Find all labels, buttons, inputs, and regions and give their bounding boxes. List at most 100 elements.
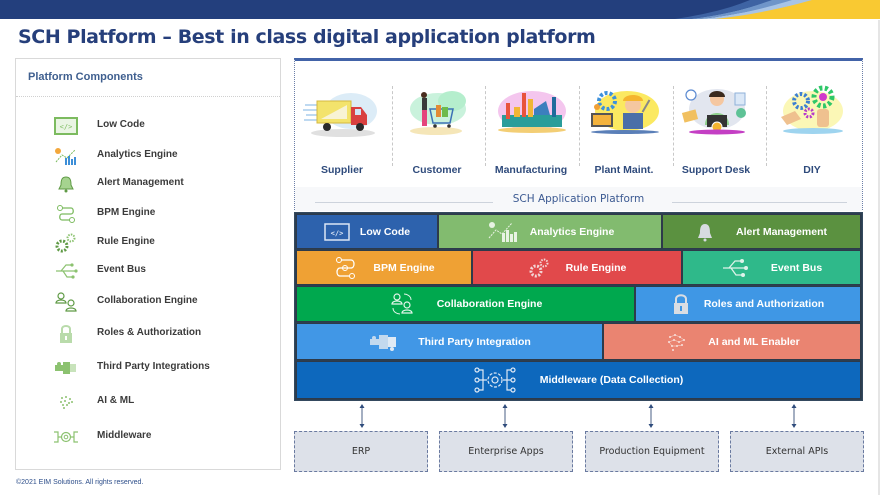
component-item-third-party-integrations: Third Party Integrations bbox=[16, 357, 282, 379]
divider bbox=[766, 86, 767, 166]
component-label: Analytics Engine bbox=[97, 149, 178, 160]
component-item-rule-engine: Rule Engine bbox=[16, 232, 282, 254]
external-system-erp: ERP bbox=[294, 431, 428, 472]
external-system-external-apis: External APIs bbox=[730, 431, 864, 472]
component-item-collaboration-engine: Collaboration Engine bbox=[16, 291, 282, 313]
block-third-party-integration: Third Party Integration bbox=[296, 323, 603, 360]
block-low-code: </> Low Code bbox=[296, 214, 438, 249]
svg-text:</>: </> bbox=[60, 123, 73, 131]
persona-card: Supplier Customer Manufacturing Plant Ma… bbox=[294, 58, 863, 211]
divider bbox=[485, 86, 486, 166]
block-collaboration-engine: Collaboration Engine bbox=[296, 286, 635, 322]
usb-icon bbox=[721, 258, 749, 278]
component-item-low-code: </> Low Code bbox=[16, 115, 282, 137]
architecture-diagram: Supplier Customer Manufacturing Plant Ma… bbox=[294, 58, 863, 401]
usb-icon bbox=[52, 260, 80, 282]
component-item-roles-authorization: Roles & Authorization bbox=[16, 323, 282, 345]
lock-icon bbox=[52, 323, 80, 345]
component-label: Rule Engine bbox=[97, 236, 155, 247]
block-label: Rule Engine bbox=[565, 261, 627, 274]
component-label: Alert Management bbox=[97, 177, 184, 188]
block-event-bus: Event Bus bbox=[682, 250, 861, 285]
bell-icon bbox=[52, 173, 80, 195]
block-label: Alert Management bbox=[735, 225, 828, 238]
truck-icon bbox=[303, 85, 381, 147]
collaboration-icon bbox=[52, 291, 80, 313]
gears-icon bbox=[52, 232, 80, 254]
component-item-ai-ml: AI & ML bbox=[16, 391, 282, 413]
puzzle-icon bbox=[368, 332, 400, 352]
block-label: Roles and Authorization bbox=[703, 298, 825, 310]
block-rule-engine: Rule Engine bbox=[472, 250, 682, 285]
platform-components-panel: Platform Components </> Low Code Analyti… bbox=[15, 58, 281, 470]
divider bbox=[672, 202, 847, 203]
block-middleware: Middleware (Data Collection) bbox=[296, 361, 861, 399]
header-banner bbox=[0, 0, 880, 19]
workflow-icon bbox=[333, 256, 357, 280]
gears-icon bbox=[528, 257, 550, 279]
middleware-icon bbox=[52, 426, 80, 448]
component-item-bpm-engine: BPM Engine bbox=[16, 203, 282, 225]
divider bbox=[579, 86, 580, 166]
analytics-icon bbox=[486, 220, 520, 244]
block-label: AI and ML Enabler bbox=[708, 335, 800, 348]
persona-diy: DIY bbox=[765, 75, 859, 185]
brain-icon bbox=[664, 331, 688, 353]
persona-supplier: Supplier bbox=[295, 75, 389, 185]
component-label: Roles & Authorization bbox=[97, 327, 202, 338]
bidirectional-arrow bbox=[502, 404, 508, 428]
shopping-cart-icon bbox=[398, 85, 476, 147]
divider bbox=[392, 86, 393, 166]
component-label: BPM Engine bbox=[97, 207, 156, 218]
lock-icon bbox=[672, 293, 690, 315]
engineer-icon bbox=[585, 85, 663, 147]
block-label: Collaboration Engine bbox=[436, 298, 543, 310]
block-label: Third Party Integration bbox=[418, 335, 531, 348]
page-title: SCH Platform – Best in class digital app… bbox=[18, 26, 596, 48]
divider bbox=[673, 86, 674, 166]
copyright-footer: ©2021 EIM Solutions. All rights reserved… bbox=[16, 479, 144, 486]
persona-label: Manufacturing bbox=[494, 164, 568, 176]
puzzle-icon bbox=[52, 357, 80, 379]
block-bpm-engine: BPM Engine bbox=[296, 250, 472, 285]
component-item-event-bus: Event Bus bbox=[16, 260, 282, 282]
analytics-icon bbox=[52, 145, 80, 167]
persona-label: Plant Maint. bbox=[594, 164, 654, 176]
bidirectional-arrow bbox=[359, 404, 365, 428]
block-label: BPM Engine bbox=[373, 261, 435, 274]
component-label: Third Party Integrations bbox=[97, 361, 210, 372]
external-system-production-equipment: Production Equipment bbox=[585, 431, 719, 472]
panel-heading: Platform Components bbox=[16, 59, 280, 97]
persona-label: Supplier bbox=[320, 164, 363, 176]
diy-gears-icon bbox=[773, 85, 851, 147]
divider bbox=[315, 202, 493, 203]
bell-icon bbox=[696, 222, 714, 242]
platform-label-row: SCH Application Platform bbox=[295, 187, 862, 211]
workflow-icon bbox=[52, 203, 80, 225]
bidirectional-arrow bbox=[648, 404, 654, 428]
external-system-enterprise-apps: Enterprise Apps bbox=[439, 431, 573, 472]
block-roles-authorization: Roles and Authorization bbox=[635, 286, 861, 322]
component-item-middleware: Middleware bbox=[16, 426, 282, 448]
banner-swoosh-graphic bbox=[0, 0, 880, 19]
platform-label: SCH Application Platform bbox=[512, 193, 645, 205]
block-label: Low Code bbox=[359, 225, 411, 238]
factory-icon bbox=[492, 85, 570, 147]
middleware-icon bbox=[474, 366, 516, 394]
persona-customer: Customer bbox=[390, 75, 484, 185]
persona-label: DIY bbox=[803, 164, 821, 176]
code-icon: </> bbox=[52, 115, 80, 137]
component-label: Low Code bbox=[97, 119, 145, 130]
persona-label: Customer bbox=[412, 164, 462, 176]
persona-plant-maintenance: Plant Maint. bbox=[577, 75, 671, 185]
persona-manufacturing: Manufacturing bbox=[484, 75, 578, 185]
component-label: Event Bus bbox=[97, 264, 146, 275]
persona-label: Support Desk bbox=[681, 164, 751, 176]
component-label: AI & ML bbox=[97, 395, 135, 406]
block-label: Middleware (Data Collection) bbox=[539, 374, 684, 386]
block-ai-ml-enabler: AI and ML Enabler bbox=[603, 323, 861, 360]
persona-support-desk: Support Desk bbox=[669, 75, 763, 185]
support-agent-icon bbox=[677, 85, 755, 147]
block-label: Analytics Engine bbox=[529, 225, 615, 238]
component-item-alert-management: Alert Management bbox=[16, 173, 282, 195]
